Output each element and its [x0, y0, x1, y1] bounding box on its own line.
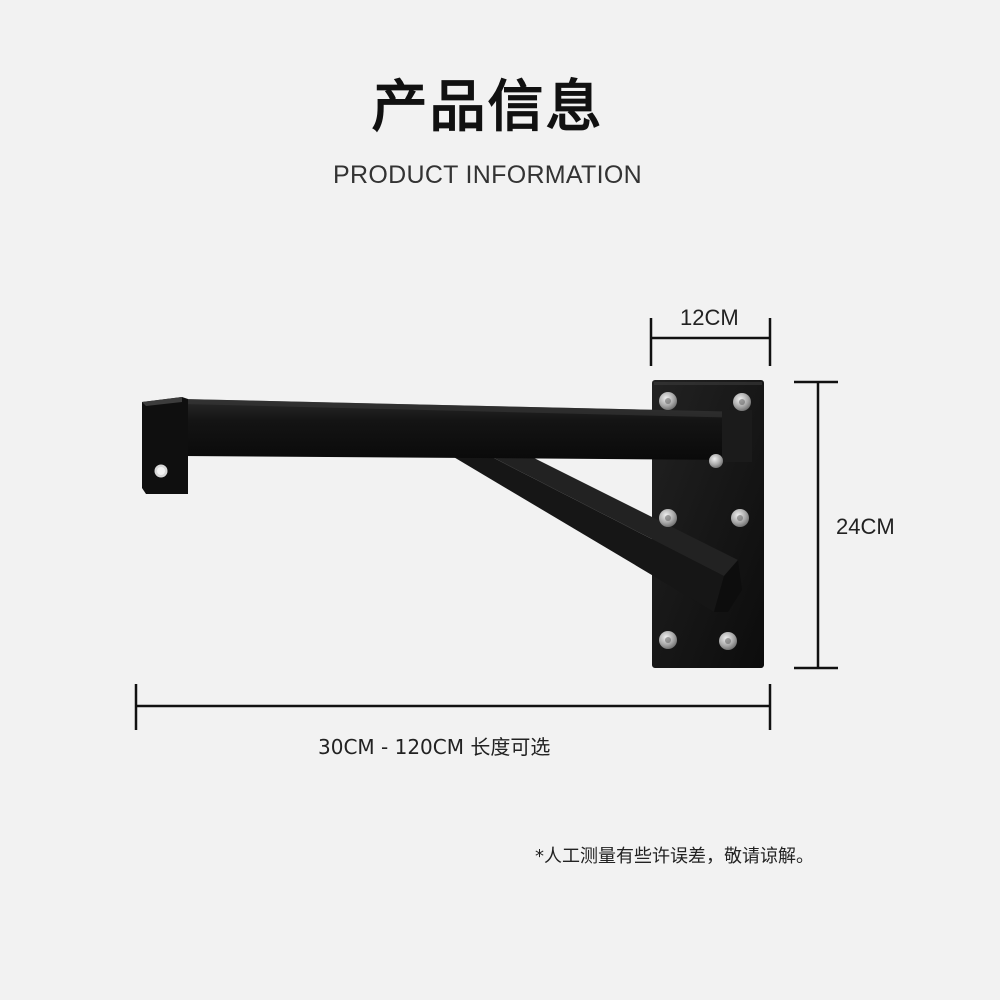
- bolt-icon: [731, 509, 749, 527]
- wall-bracket: [142, 380, 764, 668]
- bolt-icon: [709, 454, 723, 468]
- arm-end-cap: [142, 397, 188, 494]
- bolt-icon: [659, 392, 677, 410]
- dimension-length: [134, 684, 772, 730]
- measurement-note: *人工测量有些许误差，敬请谅解。: [535, 846, 814, 867]
- length-label: 30CM - 120CM 长度可选: [318, 735, 551, 759]
- bolt-icon: [659, 509, 677, 527]
- bolt-icon: [719, 632, 737, 650]
- bolt-icon: [659, 631, 677, 649]
- page-title: 产品信息: [371, 75, 604, 140]
- bolt-icon: [733, 393, 751, 411]
- height-label: 24CM: [836, 514, 895, 539]
- width-label: 12CM: [680, 305, 739, 330]
- page-subtitle: PRODUCT INFORMATION: [333, 161, 642, 189]
- diagonal-brace: [452, 456, 724, 612]
- dimension-height: [794, 380, 838, 670]
- dimension-width: [649, 318, 772, 366]
